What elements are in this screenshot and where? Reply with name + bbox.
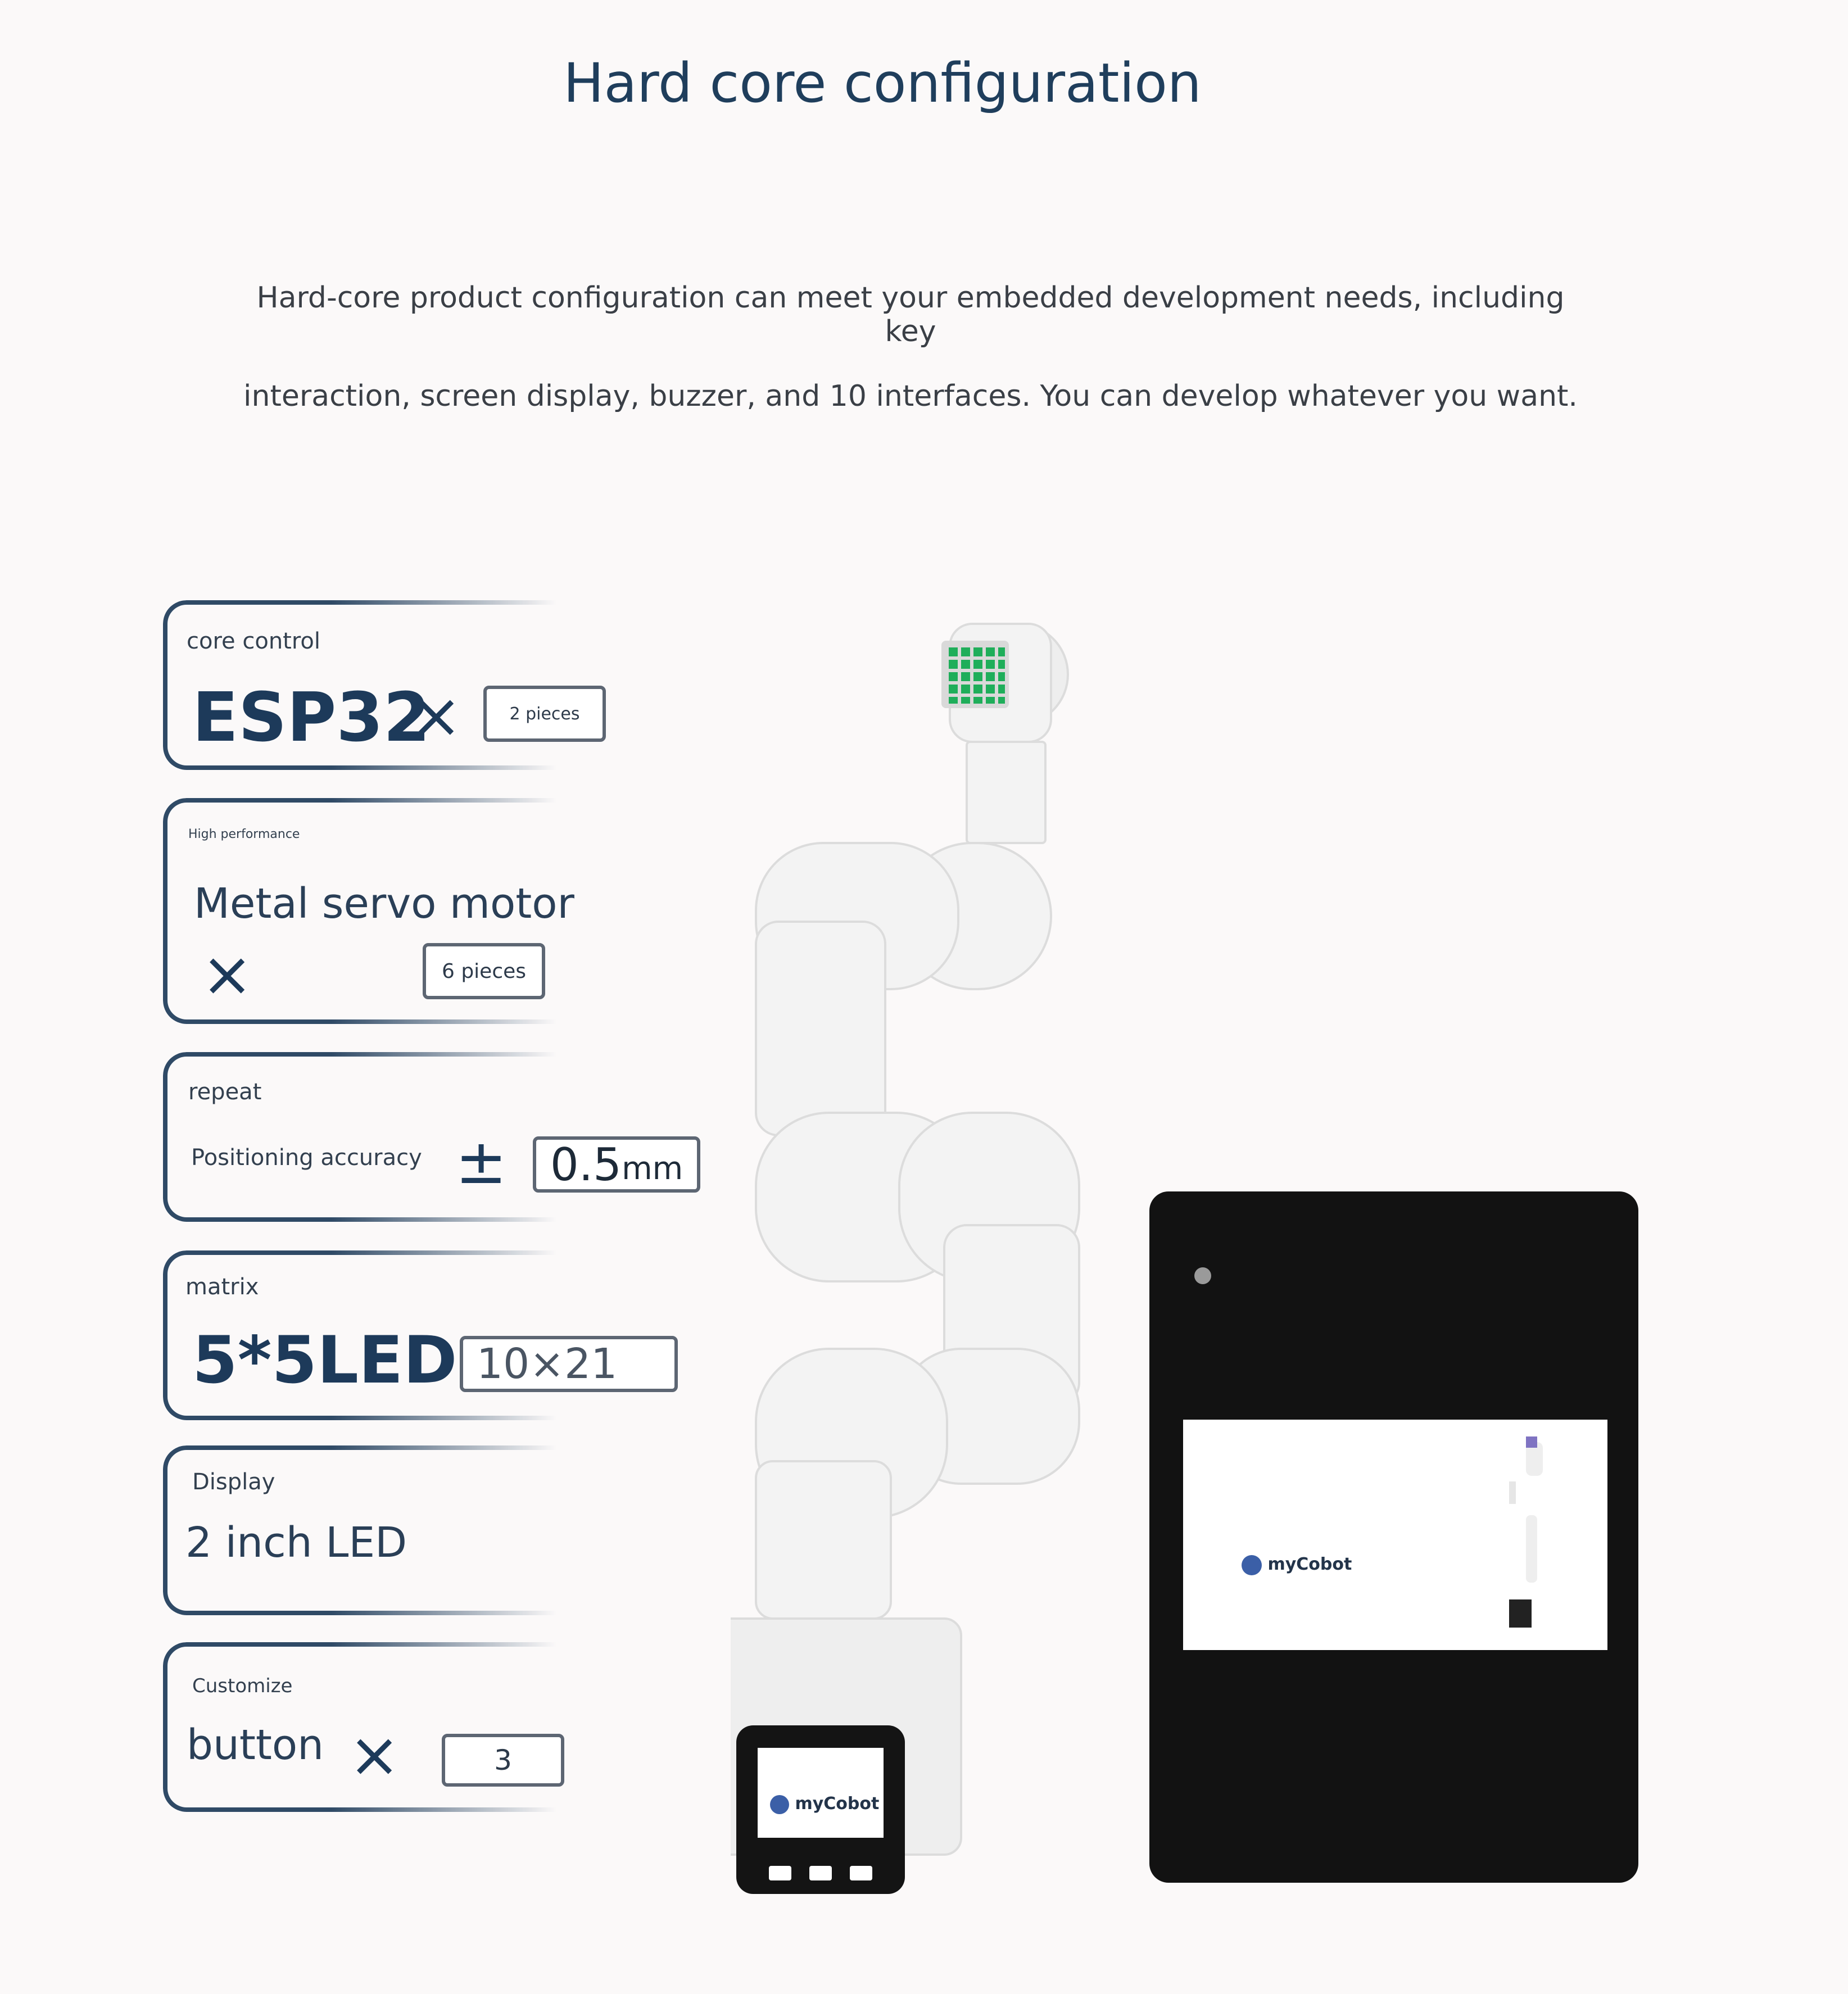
camera-icon	[1194, 1267, 1211, 1284]
tablet-screen: myCobot	[1183, 1420, 1607, 1650]
mycobot-logo-icon	[1242, 1555, 1262, 1575]
spec-label-display: Display	[192, 1469, 275, 1495]
count-box-core: 2 pieces	[483, 686, 606, 742]
count-box-button: 3	[442, 1734, 564, 1787]
mycobot-logo-icon	[770, 1794, 789, 1814]
intro-line-2: interaction, screen display, buzzer, and…	[243, 379, 1578, 413]
card-frame-display	[163, 1445, 748, 1615]
unit-accuracy: mm	[622, 1150, 683, 1187]
times-icon: ×	[410, 679, 463, 751]
page-title: Hard core configuration	[563, 52, 1202, 115]
base-brand-text: myCobot	[795, 1794, 880, 1814]
card-frame-matrix	[163, 1250, 748, 1420]
spec-value-button: button	[187, 1721, 324, 1769]
spec-label-core: core control	[187, 628, 321, 654]
spec-value-display: 2 inch LED	[185, 1519, 407, 1567]
spec-value-accuracy: Positioning accuracy	[191, 1145, 422, 1171]
tablet-screen-brand: myCobot	[1242, 1555, 1352, 1575]
count-accuracy: 0.5	[550, 1138, 622, 1191]
card-frame-button	[163, 1642, 748, 1812]
card-frame-accuracy	[163, 1052, 748, 1222]
count-button: 3	[494, 1744, 512, 1777]
robot-arm-illustration	[731, 623, 1080, 1894]
intro-line-1: Hard-core product configuration can meet…	[256, 281, 1565, 348]
tablet: myCobot	[1149, 1191, 1638, 1883]
tablet-brand-text: myCobot	[1267, 1555, 1352, 1574]
plus-minus-icon: ±	[455, 1126, 508, 1198]
card-frame-core	[163, 600, 748, 770]
count-core: 2 pieces	[509, 704, 580, 724]
tablet-robot-thumbnail	[1509, 1436, 1543, 1628]
count-box-accuracy: 0.5 mm	[533, 1136, 700, 1193]
led-matrix-icon	[941, 641, 1009, 708]
base-screen-brand: myCobot	[770, 1794, 879, 1814]
times-icon: ×	[201, 938, 253, 1010]
count-box-servo: 6 pieces	[423, 943, 545, 999]
spec-value-servo: Metal servo motor	[194, 880, 574, 928]
times-icon: ×	[348, 1719, 401, 1791]
spec-value-core: ESP32	[192, 679, 431, 757]
card-frame-servo	[163, 798, 748, 1024]
spec-label-matrix: matrix	[185, 1274, 259, 1300]
spec-label-button: Customize	[192, 1675, 293, 1697]
spec-value-matrix: 5*5LED	[192, 1322, 458, 1398]
count-servo: 6 pieces	[441, 959, 527, 983]
spec-label-servo: High performance	[188, 827, 300, 841]
count-matrix: 10×21	[477, 1340, 618, 1388]
count-box-matrix: 10×21	[460, 1336, 678, 1392]
spec-label-accuracy: repeat	[188, 1079, 262, 1105]
